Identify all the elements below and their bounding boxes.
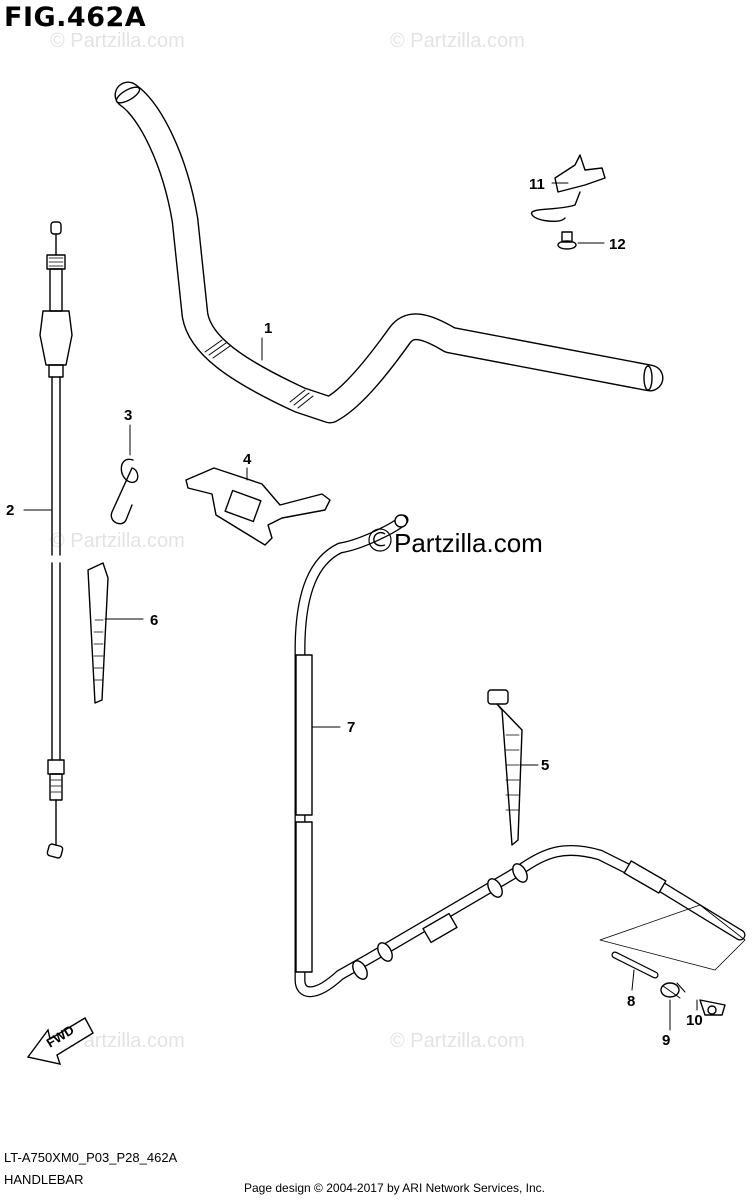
callout-8: 8 xyxy=(627,993,635,1010)
figure-title: FIG.462A xyxy=(4,2,147,33)
tie-band-part xyxy=(487,689,523,846)
cable-clip-part xyxy=(110,458,139,525)
callout-7: 7 xyxy=(347,719,355,736)
direction-badge: FWD xyxy=(26,1017,94,1065)
watermark: © Partzilla.com xyxy=(390,1030,525,1052)
callout-5: 5 xyxy=(541,757,549,774)
watermark: © Partzilla.com xyxy=(50,30,185,52)
callout-4: 4 xyxy=(243,451,252,468)
spring-part xyxy=(611,951,659,979)
callout-10: 10 xyxy=(686,1012,703,1029)
callout-9: 9 xyxy=(662,1032,670,1049)
brand-text: Partzilla.com xyxy=(394,528,543,558)
cable-assembly-part xyxy=(294,514,746,998)
collar-part xyxy=(660,982,686,999)
copyright-circle-icon xyxy=(368,528,392,552)
figure-name: HANDLEBAR xyxy=(4,1172,84,1187)
figure-code: LT-A750XM0_P03_P28_462A xyxy=(4,1150,178,1165)
holder-part xyxy=(699,999,726,1016)
callout-2: 2 xyxy=(6,502,14,519)
callout-6: 6 xyxy=(150,612,158,629)
bolt-part xyxy=(557,231,577,250)
watermark: © Partzilla.com xyxy=(50,530,185,552)
arrow-left-icon xyxy=(26,1017,94,1065)
callout-12: 12 xyxy=(609,236,626,253)
handlebar-part xyxy=(114,81,664,424)
callout-11: 11 xyxy=(529,176,545,193)
detail-box xyxy=(599,904,746,971)
callout-3: 3 xyxy=(124,407,132,424)
strap-band-part xyxy=(87,562,109,704)
callout-1: 1 xyxy=(264,320,272,337)
throttle-cable-part xyxy=(39,221,73,859)
watermark: © Partzilla.com xyxy=(390,30,525,52)
clamp-part xyxy=(531,154,606,222)
bracket-part xyxy=(185,467,331,546)
page-credit: Page design © 2004-2017 by ARI Network S… xyxy=(244,1181,546,1195)
